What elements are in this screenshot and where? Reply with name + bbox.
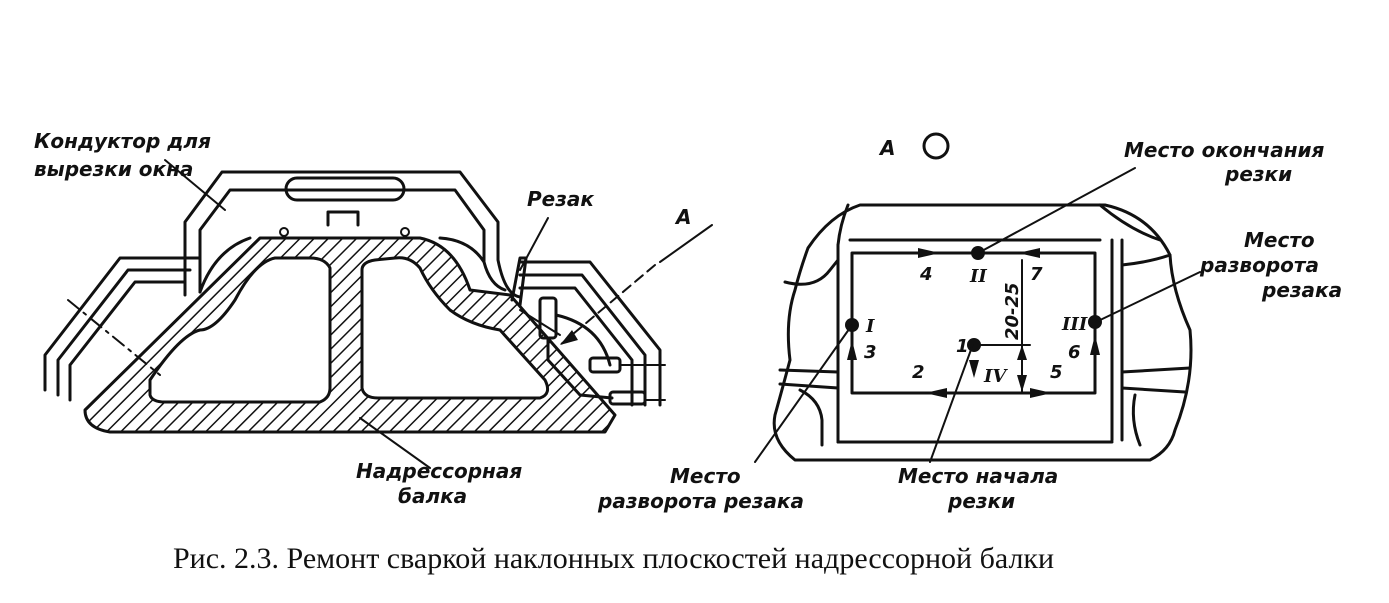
cut-points xyxy=(845,246,1102,352)
point-label-II: II xyxy=(969,266,987,287)
jig-label-line2: вырезки окна xyxy=(34,157,193,181)
beam-label-line1: Надрессорная xyxy=(356,459,522,483)
leader-turn-right xyxy=(1095,271,1201,323)
step-number-2: 2 xyxy=(912,362,925,383)
leader-start-cut xyxy=(929,346,973,463)
view-marker-icon xyxy=(922,132,950,160)
jig xyxy=(183,170,522,299)
direction-arrows xyxy=(847,248,1100,398)
beam-label-line2: балка xyxy=(398,484,467,508)
step-number-3: 3 xyxy=(864,342,877,363)
point-label-III: III xyxy=(1061,314,1088,335)
end-cut-label-line1: Место окончания xyxy=(1124,138,1325,162)
right-view: 20-25 1 2 3 4 5 6 7 I II III IV А Место … xyxy=(597,132,1342,513)
turn-left-label-line1: Место xyxy=(670,464,741,488)
figure-caption: Рис. 2.3. Ремонт сваркой наклонных плоск… xyxy=(173,542,1054,575)
left-view: Кондуктор для вырезки окна Резак А Надре… xyxy=(34,129,713,508)
frame-outline xyxy=(772,203,1193,462)
turn-right-label-line1: Место xyxy=(1244,228,1315,252)
step-number-1: 1 xyxy=(956,336,969,357)
point-label-I: I xyxy=(865,316,875,337)
beam-outer-contours xyxy=(43,256,662,407)
beam-section xyxy=(83,236,617,434)
leader-end-cut xyxy=(979,167,1136,253)
point-label-IV: IV xyxy=(983,366,1008,387)
turn-left-label-line2: разворота резака xyxy=(597,489,804,513)
point-II xyxy=(971,246,985,260)
start-cut-label-line1: Место начала xyxy=(898,464,1058,488)
view-title: А xyxy=(878,136,895,160)
jig-label-line1: Кондуктор для xyxy=(34,129,211,153)
step-number-4: 4 xyxy=(919,264,933,285)
start-cut-label-line2: резки xyxy=(947,489,1015,513)
leader-beam xyxy=(359,417,431,469)
leader-turn-left xyxy=(754,324,853,463)
center-line-left xyxy=(67,299,161,376)
turn-right-label-line3: резака xyxy=(1261,278,1342,302)
turn-right-label-line2: разворота xyxy=(1199,253,1319,277)
end-cut-label-line2: резки xyxy=(1224,162,1292,186)
step-number-6: 6 xyxy=(1068,342,1081,363)
jig-slot xyxy=(284,176,406,202)
leader-cutter xyxy=(519,217,549,271)
cutter-label: Резак xyxy=(527,187,594,211)
view-arrow-label: А xyxy=(674,205,691,229)
dimension-text: 20-25 xyxy=(1002,282,1023,340)
view-arrow-a xyxy=(559,224,713,346)
step-number-5: 5 xyxy=(1050,362,1063,383)
step-number-7: 7 xyxy=(1030,264,1043,285)
leader-jig xyxy=(164,159,226,211)
cutter xyxy=(510,256,666,406)
